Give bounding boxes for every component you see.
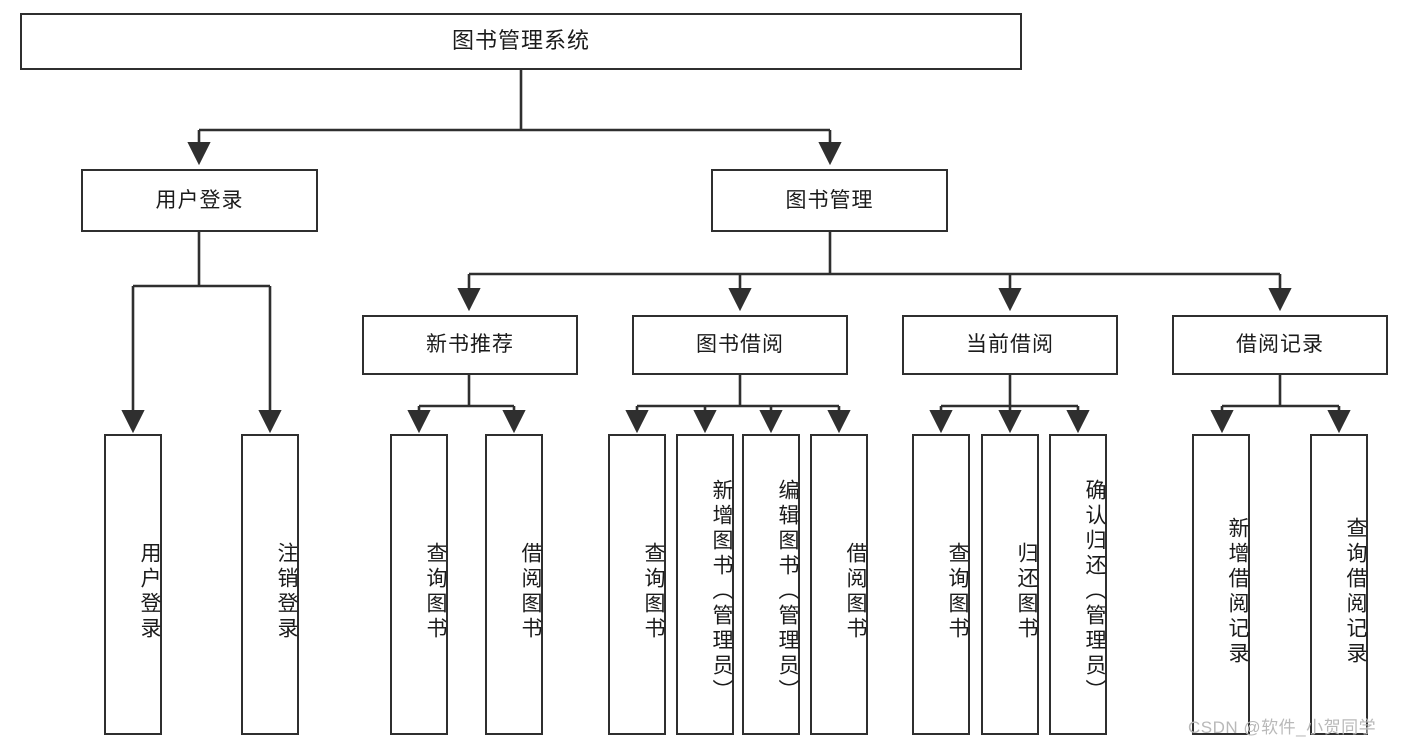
leaf-borrow-edit-book-admin[interactable]: 编辑图书（管理员） xyxy=(742,434,800,735)
leaf-current-query-book[interactable]: 查询图书 xyxy=(912,434,970,735)
leaf-borrow-query-book[interactable]: 查询图书 xyxy=(608,434,666,735)
leaf-record-add-record[interactable]: 新增借阅记录 xyxy=(1192,434,1250,735)
leaf-current-confirm-return-admin[interactable]: 确认归还（管理员） xyxy=(1049,434,1107,735)
leaf-user-login-login[interactable]: 用户登录 xyxy=(104,434,162,735)
node-book-borrow[interactable]: 图书借阅 xyxy=(632,315,848,375)
node-user-login[interactable]: 用户登录 xyxy=(81,169,318,232)
node-current-borrow[interactable]: 当前借阅 xyxy=(902,315,1118,375)
node-book-management[interactable]: 图书管理 xyxy=(711,169,948,232)
leaf-borrow-add-book-admin[interactable]: 新增图书（管理员） xyxy=(676,434,734,735)
node-borrow-record[interactable]: 借阅记录 xyxy=(1172,315,1388,375)
leaf-borrow-borrow-book[interactable]: 借阅图书 xyxy=(810,434,868,735)
node-root-system[interactable]: 图书管理系统 xyxy=(20,13,1022,70)
leaf-user-login-logout[interactable]: 注销登录 xyxy=(241,434,299,735)
node-new-book-recommend[interactable]: 新书推荐 xyxy=(362,315,578,375)
leaf-recommend-query-book[interactable]: 查询图书 xyxy=(390,434,448,735)
csdn-watermark: CSDN @软件_小贺同学 xyxy=(1188,718,1377,737)
leaf-current-return-book[interactable]: 归还图书 xyxy=(981,434,1039,735)
leaf-record-query-record[interactable]: 查询借阅记录 xyxy=(1310,434,1368,735)
leaf-recommend-borrow-book[interactable]: 借阅图书 xyxy=(485,434,543,735)
